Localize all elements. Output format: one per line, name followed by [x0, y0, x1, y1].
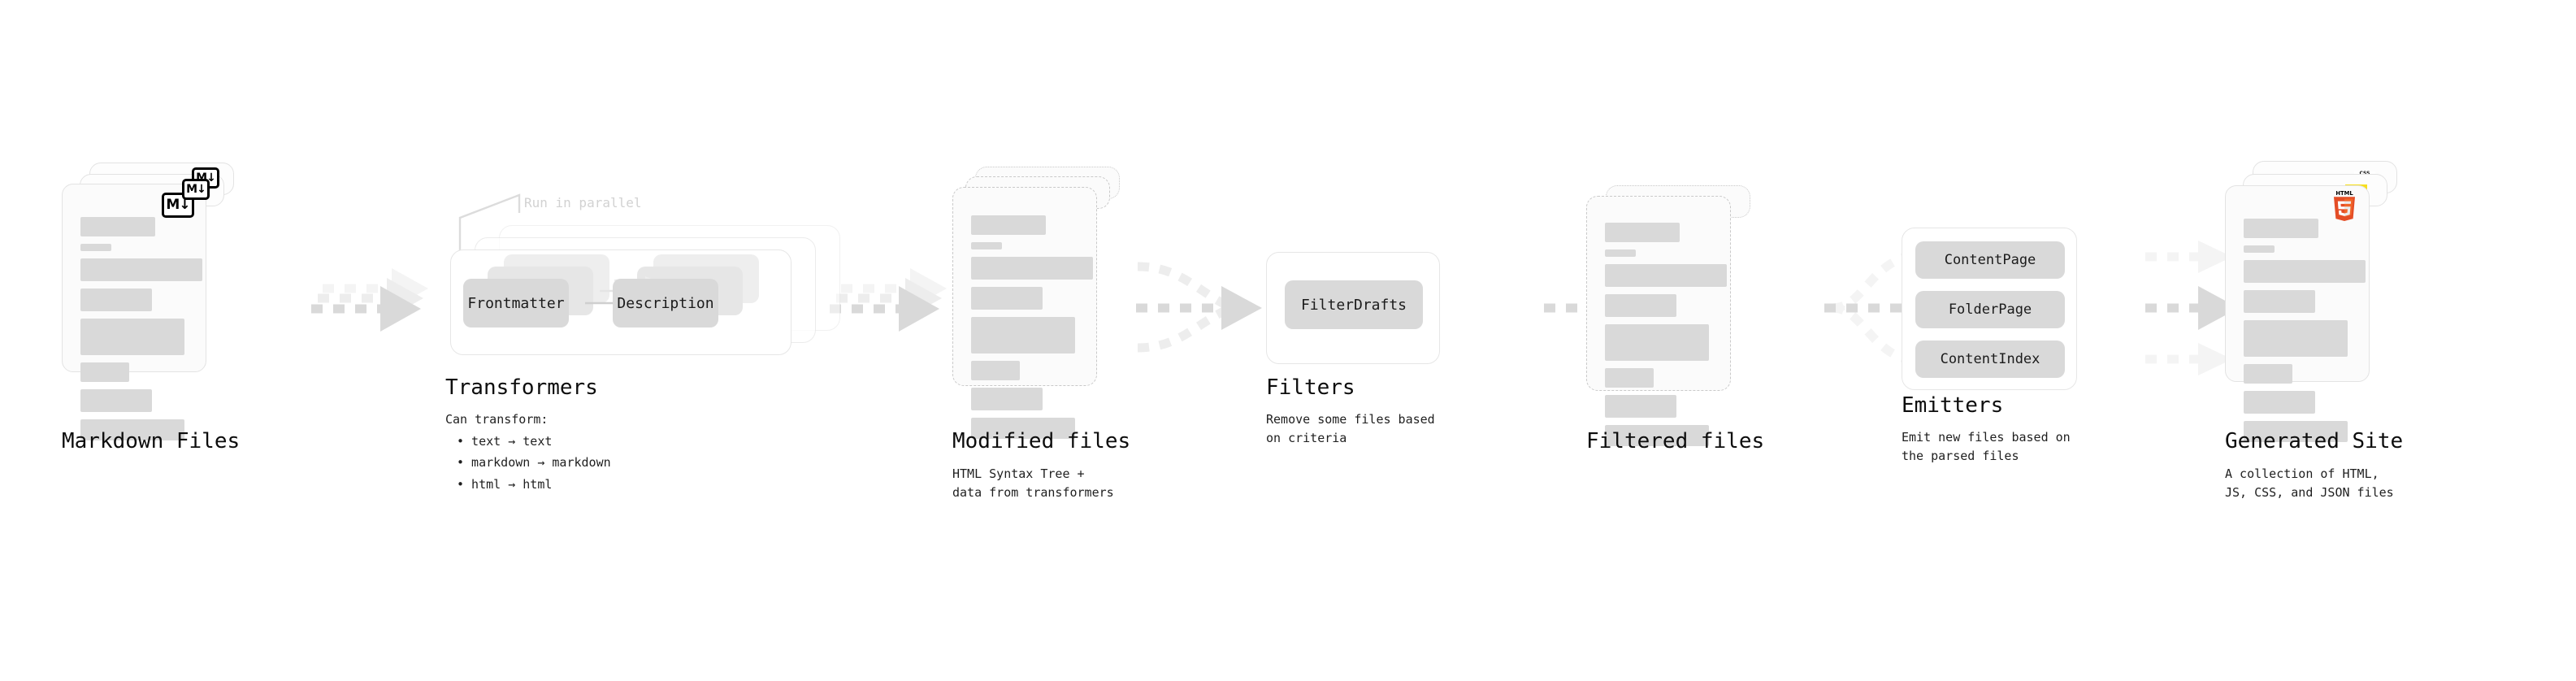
generated-site-stack: CSS HTML [2225, 161, 2420, 442]
html5-badge-icon: HTML [2330, 190, 2359, 227]
svg-text:HTML: HTML [2335, 191, 2353, 197]
emitters-chip-contentindex[interactable]: ContentIndex [1915, 340, 2065, 378]
emitters-chip-contentpage[interactable]: ContentPage [1915, 241, 2065, 279]
arrow-markdown-to-transformers [311, 268, 428, 332]
transformers-bullets: • text → text • markdown → markdown • ht… [457, 431, 611, 495]
file-sheet-front: M↓ [62, 184, 206, 440]
file-sheet-front [952, 187, 1097, 439]
transformers-bullet-0: • text → text [457, 434, 553, 449]
emitters-chip-folderpage[interactable]: FolderPage [1915, 291, 2065, 328]
generated-site-title: Generated Site [2225, 429, 2404, 453]
run-in-parallel-note: Run in parallel [524, 195, 642, 210]
transformers-title: Transformers [445, 375, 598, 400]
modified-files-subtitle: HTML Syntax Tree + data from transformer… [952, 466, 1114, 501]
filters-title: Filters [1266, 375, 1355, 400]
card-content-lines [2244, 219, 2366, 449]
arrow-modified-to-filters [1136, 262, 1262, 353]
transformer-chip-description[interactable]: Description [613, 279, 718, 327]
transformer-chip-frontmatter[interactable]: Frontmatter [463, 279, 569, 327]
card-content-lines [971, 215, 1093, 446]
transformers-bullet-2: • html → html [457, 476, 553, 492]
modified-files-title: Modified files [952, 429, 1131, 453]
transformers-bullet-1: • markdown → markdown [457, 455, 611, 471]
filters-subtitle: Remove some files based on criteria [1266, 412, 1435, 446]
emitters-subtitle: Emit new files based on the parsed files [1902, 430, 2071, 464]
filtered-files-title: Filtered files [1586, 429, 1765, 453]
filters-chip-filterdrafts[interactable]: FilterDrafts [1285, 280, 1423, 329]
filtered-files-stack [1586, 185, 1773, 446]
filters-group: FilterDrafts [1266, 252, 1440, 364]
transformers-group: Frontmatter Description Frontmatter Desc… [445, 199, 852, 362]
generated-site-subtitle: A collection of HTML, JS, CSS, and JSON … [2225, 466, 2394, 501]
card-content-lines [80, 217, 202, 448]
file-sheet-front [1586, 196, 1731, 446]
emitters-group: ContentPage FolderPage ContentIndex [1902, 228, 2077, 390]
markdown-files-stack: M↓ M↓ M↓ [62, 163, 249, 440]
emitters-title: Emitters [1902, 393, 2004, 418]
transformers-subtitle: Can transform: [445, 412, 549, 427]
card-content-lines [1605, 223, 1727, 453]
markdown-badge-icon-mid: M↓ [182, 179, 210, 200]
file-sheet-front-html: HTML [2225, 185, 2370, 442]
markdown-files-title: Markdown Files [62, 429, 241, 453]
modified-files-stack [952, 167, 1139, 439]
